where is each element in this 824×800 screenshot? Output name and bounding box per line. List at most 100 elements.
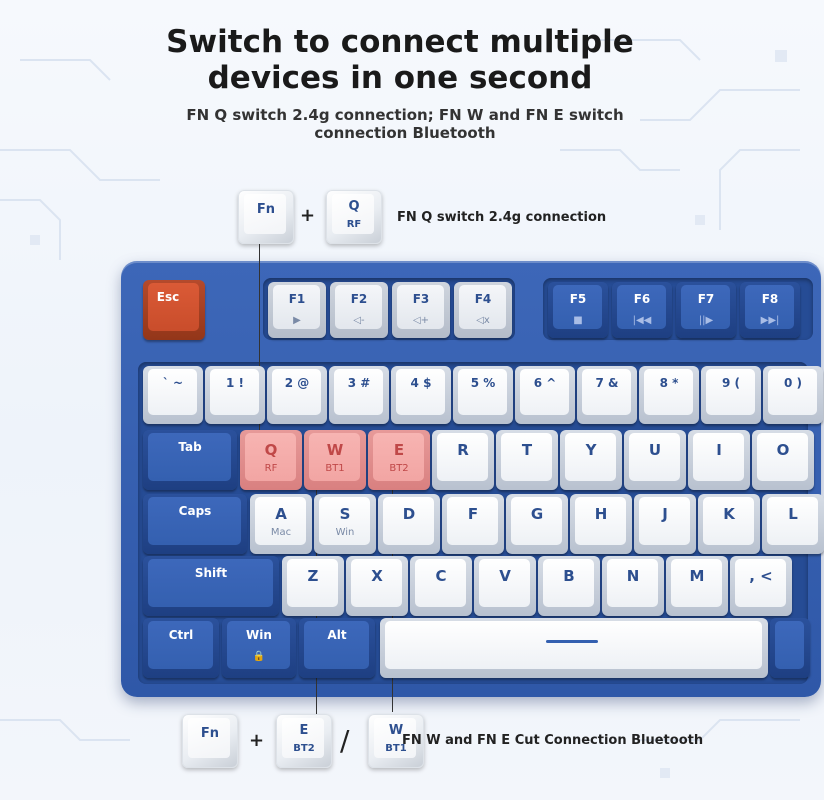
leader-line-q — [259, 244, 260, 464]
key-a[interactable]: A Mac — [250, 494, 312, 554]
key-e-label: E — [393, 441, 405, 459]
key-f4[interactable]: F4◁x — [454, 282, 512, 338]
key-u[interactable]: U — [624, 430, 686, 490]
key-f4-sublabel: ◁x — [476, 315, 490, 326]
key-ctrl[interactable]: Ctrl — [143, 618, 219, 678]
key-y[interactable]: Y — [560, 430, 622, 490]
key-num-7[interactable]: 7 & — [577, 366, 637, 424]
key-w-label: W — [326, 441, 344, 459]
key-z-row-4[interactable]: B — [538, 556, 600, 616]
key-alt[interactable]: Alt — [299, 618, 375, 678]
callout-q-key: Q RF — [326, 190, 382, 244]
key-f2[interactable]: F2 ◁- — [330, 282, 388, 338]
title-line-1: Switch to connect multiple — [166, 24, 634, 60]
key-f1-label: F1 — [288, 292, 306, 306]
key-caps-label: Caps — [178, 504, 212, 518]
key-f5[interactable]: F5■ — [548, 282, 608, 338]
key-num-6[interactable]: 6 ^ — [515, 366, 575, 424]
key-num-3[interactable]: 3 # — [329, 366, 389, 424]
key-j[interactable]: J — [634, 494, 696, 554]
key-num-8[interactable]: 8 * — [639, 366, 699, 424]
spacebar-legend — [546, 640, 598, 643]
key-f1[interactable]: F1▶ — [268, 282, 326, 338]
key-caps[interactable]: Caps — [143, 494, 247, 554]
key-k[interactable]: K — [698, 494, 760, 554]
key-num-6-label: 6 ^ — [533, 376, 557, 390]
key-num-4[interactable]: 4 $ — [391, 366, 451, 424]
key-e[interactable]: E BT2 — [368, 430, 430, 490]
key-num-0-label: ` ~ — [162, 376, 184, 390]
slash-separator: / — [340, 724, 350, 757]
key-z-row-5[interactable]: N — [602, 556, 664, 616]
key-f8[interactable]: F8▶▶| — [740, 282, 800, 338]
key-z-row-5-label: N — [626, 567, 640, 585]
key-z-row-3-label: V — [499, 567, 511, 585]
key-d-label: D — [402, 505, 416, 523]
key-f3-label: F3 — [412, 292, 430, 306]
key-z-row-0[interactable]: Z — [282, 556, 344, 616]
page-title: Switch to connect multiple devices in on… — [0, 24, 800, 96]
key-i-label: I — [716, 441, 722, 459]
key-q[interactable]: Q RF — [240, 430, 302, 490]
key-win-sublabel: 🔒 — [252, 651, 266, 662]
key-g-label: G — [530, 505, 544, 523]
key-a-label: A — [275, 505, 287, 523]
key-r[interactable]: R — [432, 430, 494, 490]
key-num-5[interactable]: 5 % — [453, 366, 513, 424]
key-i[interactable]: I — [688, 430, 750, 490]
key-o[interactable]: O — [752, 430, 814, 490]
key-z-row-2[interactable]: C — [410, 556, 472, 616]
key-z-row-2-label: C — [435, 567, 447, 585]
key-num-1-label: 1 ! — [226, 376, 244, 390]
key-win[interactable]: Win🔒 — [222, 618, 296, 678]
key-k-label: K — [723, 505, 735, 523]
key-f6[interactable]: F6|◀◀ — [612, 282, 672, 338]
key-num-9[interactable]: 9 ( — [701, 366, 761, 424]
key-e-sublabel: BT2 — [389, 463, 409, 474]
key-f2-label: F2 — [350, 292, 368, 306]
key-z-row-3[interactable]: V — [474, 556, 536, 616]
key-z-row-6[interactable]: M — [666, 556, 728, 616]
key-tab[interactable]: Tab — [143, 430, 237, 490]
key-shift[interactable]: Shift — [143, 556, 279, 616]
key-num-10[interactable]: 0 ) — [763, 366, 823, 424]
key-f3[interactable]: F3 ◁+ — [392, 282, 450, 338]
key-u-label: U — [648, 441, 662, 459]
bottom-w-sub: BT1 — [385, 743, 407, 754]
key-t[interactable]: T — [496, 430, 558, 490]
key-f2-sublabel: ◁- — [353, 315, 365, 326]
page-subtitle: FN Q switch 2.4g connection; FN W and FN… — [186, 106, 624, 142]
key-right-mod[interactable] — [770, 618, 810, 678]
key-f8-label: F8 — [761, 292, 779, 306]
key-num-8-label: 8 * — [659, 376, 679, 390]
key-d[interactable]: D — [378, 494, 440, 554]
key-space[interactable] — [380, 618, 768, 678]
key-num-2[interactable]: 2 @ — [267, 366, 327, 424]
key-f[interactable]: F — [442, 494, 504, 554]
key-a-sublabel: Mac — [270, 527, 292, 538]
key-s-sublabel: Win — [335, 527, 355, 538]
key-num-1[interactable]: 1 ! — [205, 366, 265, 424]
key-num-0[interactable]: ` ~ — [143, 366, 203, 424]
key-q-sublabel: RF — [264, 463, 278, 474]
key-j-label: J — [662, 505, 668, 523]
key-h[interactable]: H — [570, 494, 632, 554]
key-q-label: Q — [264, 441, 278, 459]
key-z-row-1-label: X — [371, 567, 383, 585]
circuit-background — [0, 39, 800, 778]
key-z-row-1[interactable]: X — [346, 556, 408, 616]
key-z-row-4-label: B — [563, 567, 575, 585]
key-f3-sublabel: ◁+ — [412, 315, 430, 326]
key-f7[interactable]: F7||▶ — [676, 282, 736, 338]
esc-key[interactable]: Esc — [143, 280, 205, 340]
key-l[interactable]: L — [762, 494, 824, 554]
title-line-2: devices in one second — [207, 60, 593, 96]
key-z-row-7[interactable]: , < — [730, 556, 792, 616]
callout-fn-label: Fn — [256, 202, 276, 217]
key-g[interactable]: G — [506, 494, 568, 554]
key-f7-label: F7 — [697, 292, 715, 306]
key-z-row-6-label: M — [689, 567, 705, 585]
bottom-e-sub: BT2 — [293, 743, 315, 754]
